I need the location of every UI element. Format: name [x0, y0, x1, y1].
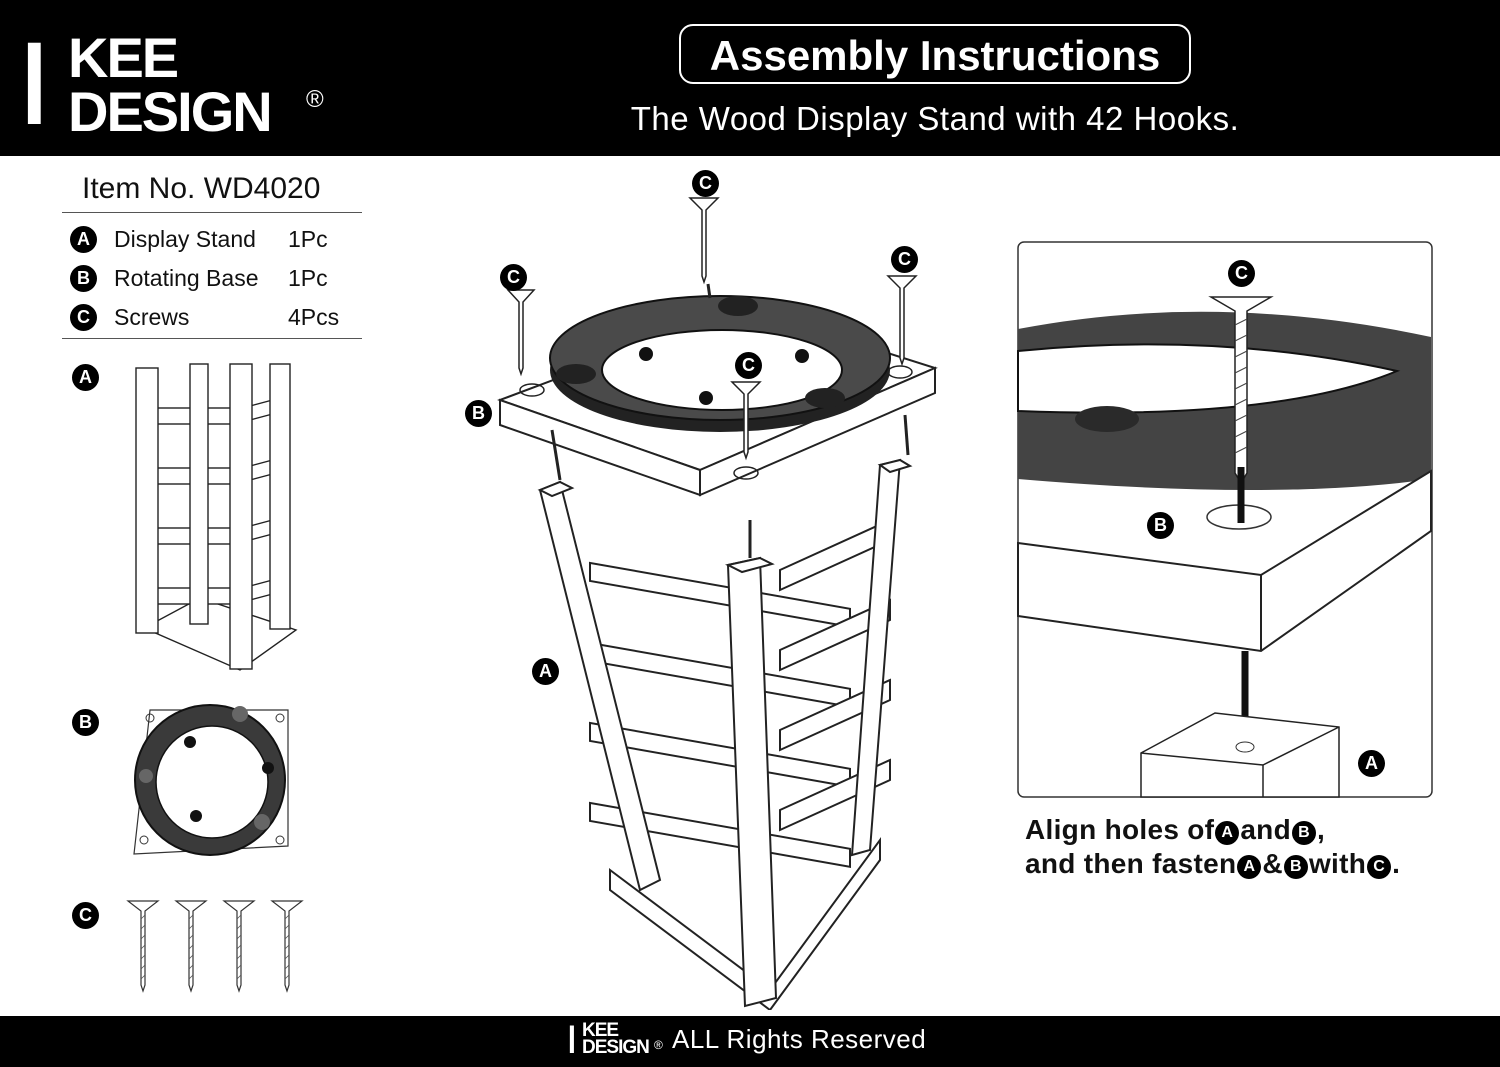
detail-label-a-badge: A	[1358, 750, 1385, 777]
caption-text: with	[1308, 848, 1367, 879]
label-c-right-badge: C	[891, 246, 918, 273]
caption-badge-c: C	[1367, 855, 1392, 879]
logo-initial: I	[22, 18, 47, 150]
display-stand-thumbnail	[135, 363, 298, 671]
list-item: C Screws 4Pcs	[70, 302, 370, 332]
part-qty: 1Pc	[288, 226, 328, 252]
label-a-center-badge: A	[532, 658, 559, 685]
rotating-base-thumbnail	[133, 704, 289, 856]
footer-logo-line2: DESIGN	[582, 1037, 650, 1058]
label-a-badge: A	[72, 364, 99, 391]
part-letter-badge: C	[70, 304, 97, 331]
divider-top	[62, 212, 362, 213]
detail-view-panel	[1017, 241, 1433, 798]
caption-text: and then fasten	[1025, 848, 1237, 879]
list-item: A Display Stand 1Pc	[70, 224, 370, 254]
part-name: Screws	[114, 304, 190, 330]
part-name: Rotating Base	[114, 265, 259, 291]
screws-thumbnail	[126, 900, 304, 993]
caption-badge-b: B	[1283, 855, 1308, 879]
detail-label-b-badge: B	[1147, 512, 1174, 539]
caption-text: and	[1240, 814, 1291, 845]
footer-registered-mark: ®	[654, 1038, 663, 1052]
page-title: Assembly Instructions	[679, 24, 1191, 84]
footer-logo-initial: I	[568, 1018, 576, 1062]
label-c-badge: C	[72, 902, 99, 929]
detail-label-c-badge: C	[1228, 260, 1255, 287]
label-b-center-badge: B	[465, 400, 492, 427]
footer-logo-line1: KEE	[582, 1020, 619, 1041]
part-letter-badge: A	[70, 226, 97, 253]
caption-badge-a: A	[1215, 821, 1240, 845]
caption-text: .	[1392, 848, 1401, 879]
divider-bottom	[62, 338, 362, 339]
part-qty: 4Pcs	[288, 304, 340, 330]
label-b-badge: B	[72, 709, 99, 736]
page-subtitle: The Wood Display Stand with 42 Hooks.	[630, 100, 1240, 137]
part-qty: 1Pc	[288, 265, 328, 291]
part-name: Display Stand	[114, 226, 256, 252]
caption-text: &	[1262, 848, 1283, 879]
caption-text: ,	[1317, 814, 1326, 845]
exploded-assembly-diagram	[497, 197, 938, 1010]
caption-badge-b: B	[1292, 821, 1316, 845]
logo-line1: KEE	[68, 26, 179, 89]
registered-mark: ®	[306, 86, 324, 113]
label-c-left-badge: C	[500, 264, 527, 291]
caption-badge-a: A	[1237, 855, 1262, 879]
item-number: Item No. WD4020	[82, 172, 321, 205]
label-c-top-badge: C	[692, 170, 719, 197]
logo-line2: DESIGN	[68, 80, 273, 143]
footer-bar	[0, 1016, 1500, 1067]
list-item: B Rotating Base 1Pc	[70, 263, 370, 293]
label-c-front-badge: C	[735, 352, 762, 379]
part-letter-badge: B	[70, 265, 97, 292]
header-bar	[0, 0, 1500, 156]
caption-text: Align holes of	[1025, 814, 1215, 845]
copyright-text: ALL Rights Reserved	[672, 1024, 927, 1054]
